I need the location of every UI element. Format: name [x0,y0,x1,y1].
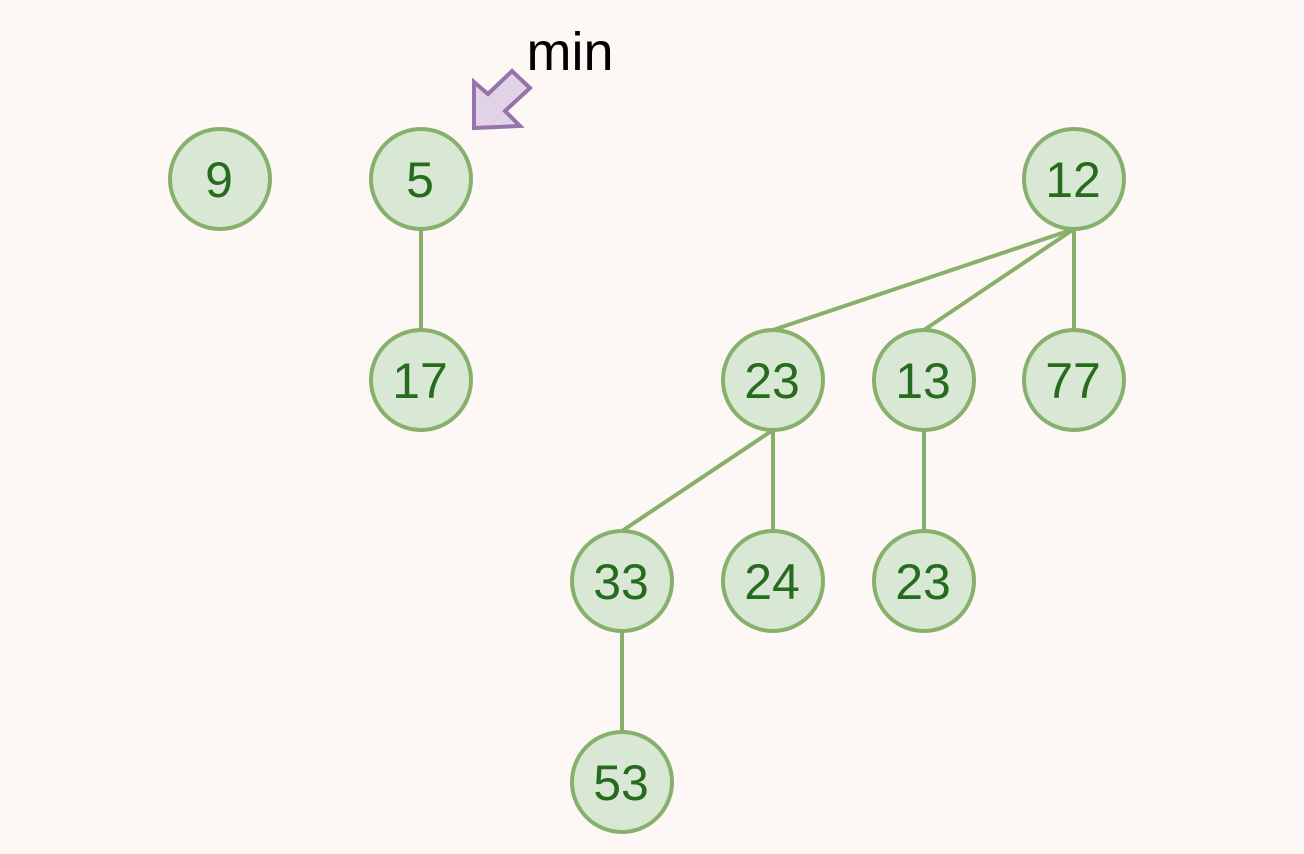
node-label: 53 [593,755,649,811]
node-label: 33 [593,554,649,610]
nodes-layer: 9 5 17 12 23 13 77 33 24 23 53 [168,127,1126,834]
node-label: 77 [1045,353,1101,409]
tree-node-n33: 33 [570,529,674,633]
tree-node-n53: 53 [570,730,674,834]
node-circle [872,529,976,633]
tree-node-n13: 13 [872,328,976,432]
node-circle [570,529,674,633]
node-label: 24 [744,554,800,610]
node-circle [721,328,825,432]
node-circle [168,127,272,231]
node-circle [1022,328,1126,432]
tree-node-n24: 24 [721,529,825,633]
tree-node-n12: 12 [1022,127,1126,231]
tree-node-n77: 77 [1022,328,1126,432]
node-label: 9 [205,152,233,208]
tree-node-n5: 5 [369,127,473,231]
node-circle [721,529,825,633]
node-circle [369,127,473,231]
min-pointer-label: min [526,22,613,82]
node-circle [872,328,976,432]
node-label: 12 [1045,152,1101,208]
min-pointer-arrow-icon [472,68,533,131]
tree-node-n17: 17 [369,328,473,432]
edge-n12-n23a [771,227,1076,332]
tree-node-n23b: 23 [872,529,976,633]
node-label: 23 [744,353,800,409]
min-pointer: min [472,22,614,131]
tree-node-n23a: 23 [721,328,825,432]
node-label: 13 [895,353,951,409]
edge-n23a-n33 [620,428,775,533]
node-label: 17 [392,353,448,409]
node-circle [570,730,674,834]
node-label: 23 [895,554,951,610]
node-label: 5 [406,152,434,208]
node-circle [1022,127,1126,231]
edge-n12-n13 [922,227,1076,332]
tree-node-n9: 9 [168,127,272,231]
edges-layer [419,227,1076,734]
node-circle [369,328,473,432]
